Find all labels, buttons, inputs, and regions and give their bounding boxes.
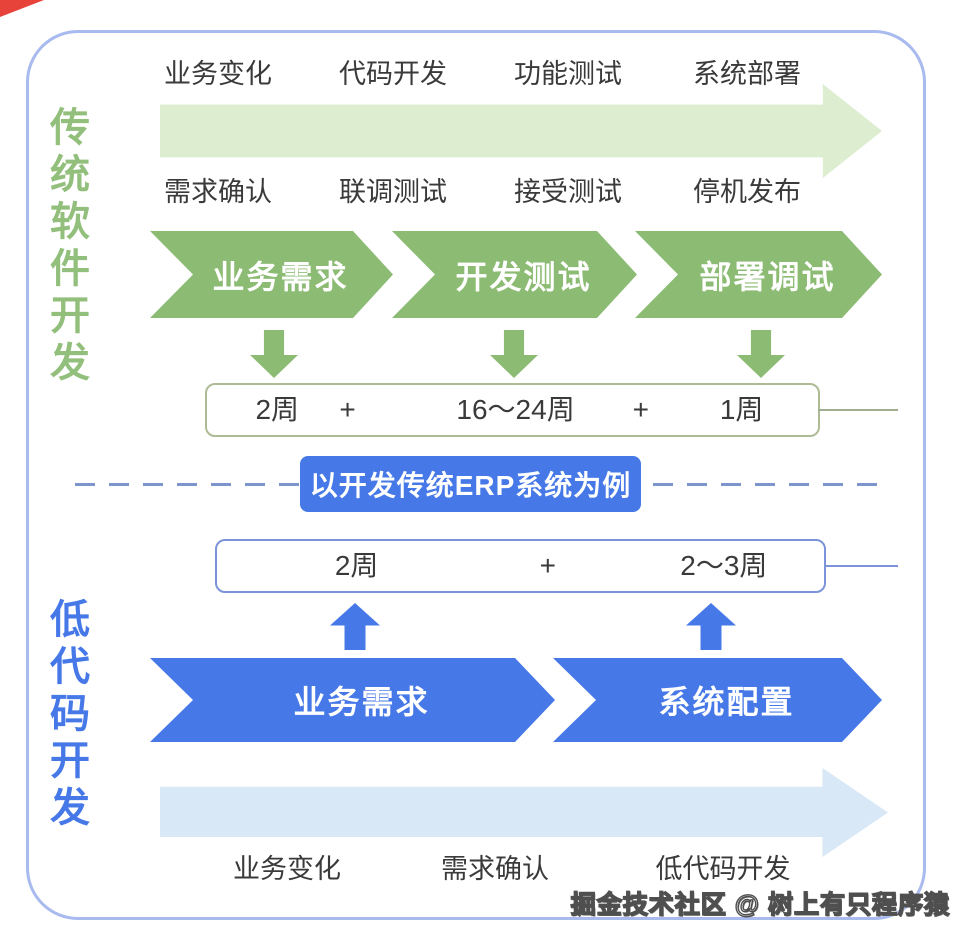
connector-line-green	[818, 409, 898, 411]
duration-1week: 1周	[719, 394, 764, 425]
lowcode-section-title: 低代码开发	[44, 598, 88, 833]
duration-16-24weeks: 16～24周	[456, 394, 575, 425]
duration-2weeks: 2周	[334, 550, 379, 581]
chevron-business-requirement-blue: 业务需求	[150, 658, 555, 742]
lowcode-duration-box: 2周 + 2～3周	[215, 539, 826, 593]
duration-2weeks: 2周	[255, 394, 300, 425]
chevron-system-config-blue: 系统配置	[553, 658, 882, 742]
label-code-development: 代码开发	[339, 59, 447, 89]
label-requirement-confirm-bottom: 需求确认	[441, 854, 549, 884]
label-integration-test: 联调测试	[339, 177, 447, 207]
chevron-dev-test-green: 开发测试	[392, 231, 637, 318]
label-lowcode-development: 低代码开发	[655, 854, 791, 884]
watermark-text: 掘金技术社区 @ 树上有只程序猿	[570, 890, 950, 919]
connector-line-blue	[824, 565, 898, 567]
card-border	[26, 30, 926, 920]
label-acceptance-test: 接受测试	[514, 177, 622, 207]
traditional-section-title: 传统软件开发	[44, 106, 88, 388]
corner-red-mark	[0, 0, 44, 17]
label-requirement-confirm: 需求确认	[164, 177, 272, 207]
label-shutdown-release: 停机发布	[693, 177, 801, 207]
plus-sign: +	[632, 394, 649, 425]
plus-sign: +	[339, 394, 356, 425]
erp-example-badge: 以开发传统ERP系统为例	[300, 456, 641, 512]
traditional-duration-box: 2周 + 16～24周 + 1周	[205, 383, 820, 437]
label-business-change-bottom: 业务变化	[233, 854, 341, 884]
plus-sign: +	[539, 550, 556, 581]
label-function-test: 功能测试	[514, 59, 622, 89]
duration-2-3weeks: 2～3周	[680, 550, 768, 581]
label-system-deploy: 系统部署	[693, 59, 801, 89]
label-business-change-top: 业务变化	[164, 59, 272, 89]
